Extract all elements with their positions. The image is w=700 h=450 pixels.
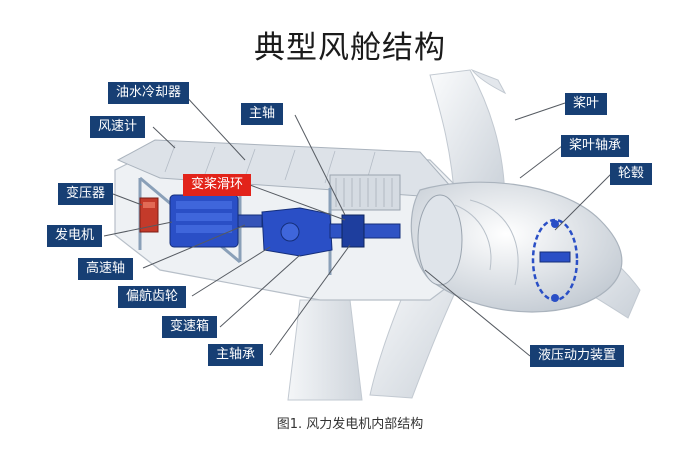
label-slip-ring: 变桨滑环 [183,174,252,196]
main-shaft [329,223,401,239]
label-transformer: 变压器 [58,183,114,205]
coupling [237,214,263,228]
label-anemometer: 风速计 [90,116,146,138]
blade-upper [429,69,506,206]
label-yaw-gear: 偏航齿轮 [118,286,187,308]
label-main-bearing: 主轴承 [208,344,264,366]
label-generator: 发电机 [47,225,103,247]
hub-flange [417,194,463,286]
label-main-shaft: 主轴 [241,103,284,125]
diagram-title: 典型风舱结构 [254,30,446,66]
label-hydraulic-unit: 液压动力装置 [530,345,625,367]
label-oil-cooler: 油水冷却器 [108,82,190,104]
oil-cooler-unit [329,174,401,211]
label-blade: 桨叶 [565,93,608,115]
main-bearing-unit [341,214,365,248]
blade-upper-tip [470,68,507,95]
label-gearbox: 变速箱 [162,316,218,338]
label-blade-bearing: 桨叶轴承 [561,135,630,157]
label-hub: 轮毂 [610,163,653,185]
figure-caption: 图1. 风力发电机内部结构 [276,417,424,432]
label-high-speed-shaft: 高速轴 [78,258,134,280]
pitch-drive [539,251,571,263]
